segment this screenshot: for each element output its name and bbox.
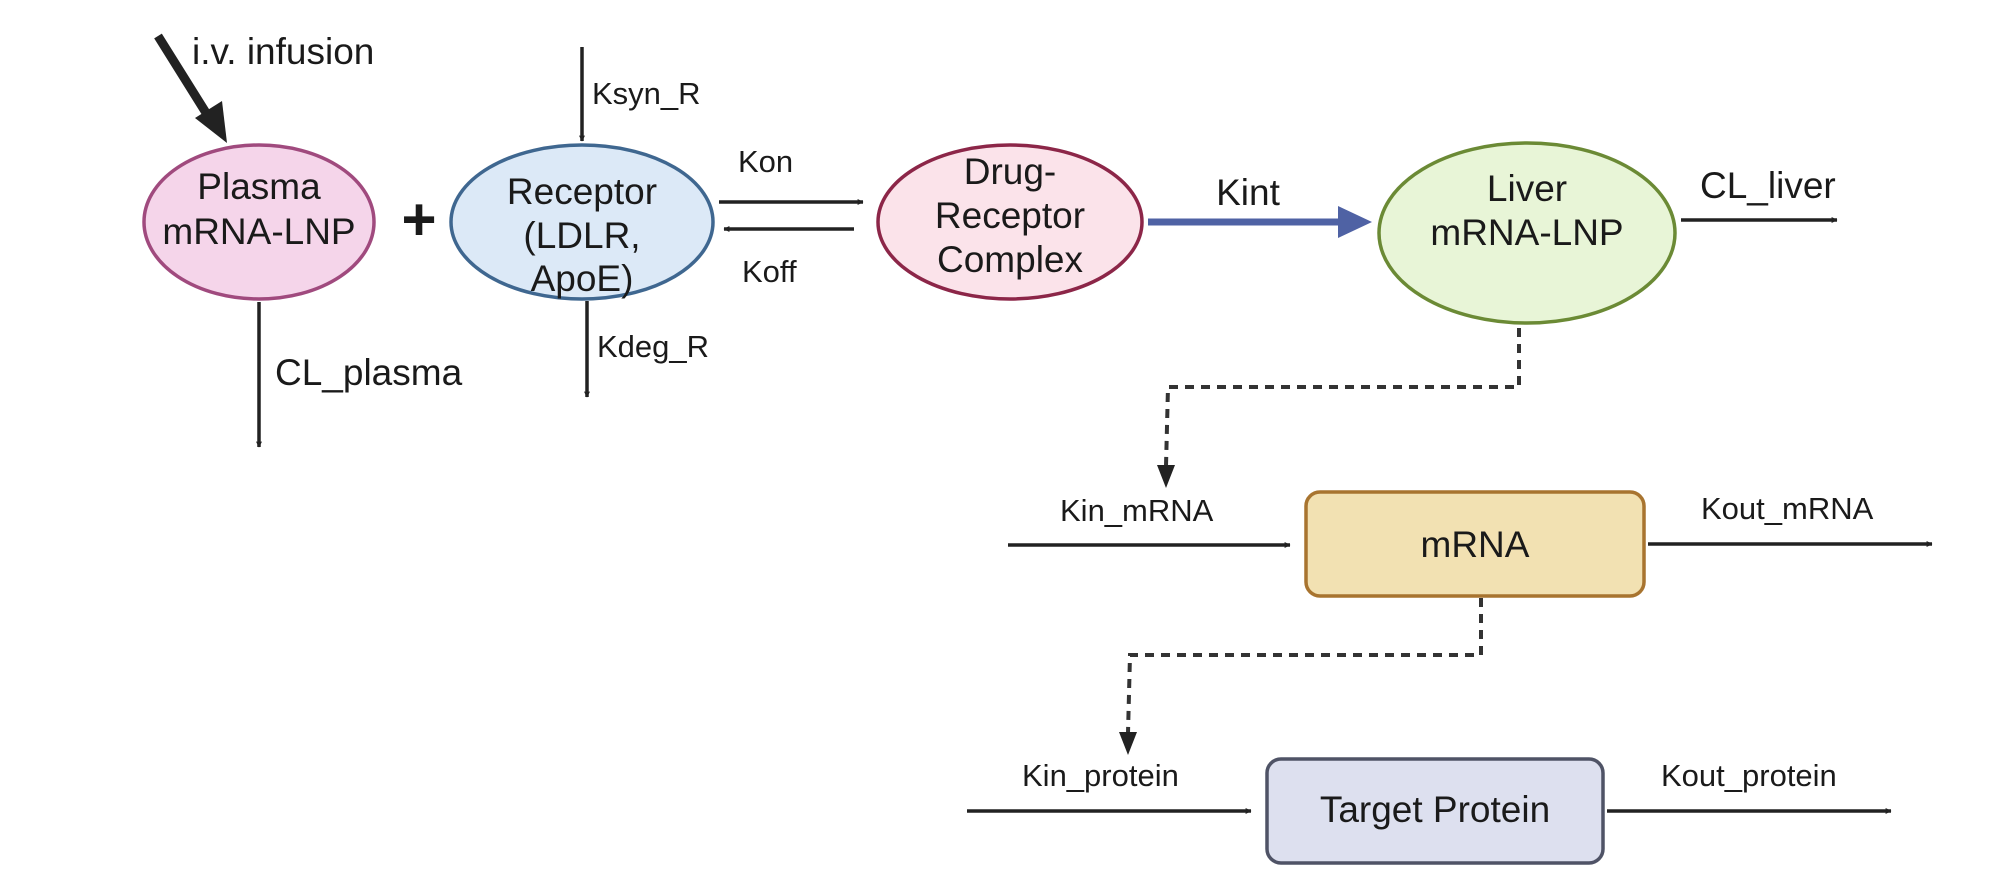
liver-label-line-2: mRNA-LNP: [1430, 212, 1623, 253]
receptor-label-line-2: (LDLR,: [523, 215, 640, 256]
liver-to-mrna-arrowhead: [1157, 465, 1175, 488]
kout-protein-label: Kout_protein: [1661, 758, 1837, 793]
iv-infusion-arrow: [154, 33, 227, 143]
mrna-to-protein-arrowhead: [1119, 732, 1137, 755]
cl-plasma-label: CL_plasma: [275, 352, 463, 393]
target-protein-node: Target Protein: [1265, 757, 1605, 865]
kint-label: Kint: [1216, 172, 1280, 213]
plasma-ellipse: [142, 143, 376, 301]
complex-label-line-2: Receptor: [935, 195, 1085, 236]
kin-protein-label: Kin_protein: [1022, 758, 1179, 793]
plasma-label-line-1: Plasma: [197, 166, 321, 207]
kin-mrna-label: Kin_mRNA: [1060, 493, 1214, 528]
complex-label-line-3: Complex: [937, 239, 1083, 280]
receptor-ellipse: [449, 143, 715, 301]
kout-mrna-label: Kout_mRNA: [1701, 491, 1874, 526]
kint-arrow: [1148, 206, 1372, 238]
plasma-mrna-lnp-node: Plasma mRNA-LNP: [142, 143, 376, 301]
iv-infusion-label: i.v. infusion: [192, 31, 374, 72]
target-protein-box: [1265, 757, 1605, 865]
mrna-box: [1304, 490, 1646, 598]
liver-ellipse: [1377, 141, 1677, 325]
ksyn-r-label: Ksyn_R: [592, 76, 701, 111]
target-protein-label: Target Protein: [1320, 789, 1550, 830]
liver-label-line-1: Liver: [1487, 168, 1567, 209]
complex-label-line-1: Drug-: [964, 151, 1057, 192]
mrna-to-protein-dashed-connector: [1126, 598, 1483, 734]
cl-liver-label: CL_liver: [1700, 165, 1836, 206]
kon-label: Kon: [738, 144, 793, 179]
mrna-node: mRNA: [1304, 490, 1646, 598]
drug-receptor-complex-node: Drug- Receptor Complex: [876, 143, 1144, 301]
plasma-label-line-2: mRNA-LNP: [162, 211, 355, 252]
liver-to-mrna-dashed-connector: [1164, 328, 1521, 467]
receptor-label-line-3: ApoE): [531, 258, 634, 299]
receptor-label-line-1: Receptor: [507, 171, 657, 212]
receptor-node: Receptor (LDLR, ApoE): [449, 143, 715, 301]
complex-ellipse: [876, 143, 1144, 301]
kdeg-r-label: Kdeg_R: [597, 329, 709, 364]
plus-sign: +: [401, 186, 436, 253]
liver-mrna-lnp-node: Liver mRNA-LNP: [1377, 141, 1677, 325]
koff-label: Koff: [742, 254, 797, 289]
mrna-label: mRNA: [1421, 524, 1530, 565]
